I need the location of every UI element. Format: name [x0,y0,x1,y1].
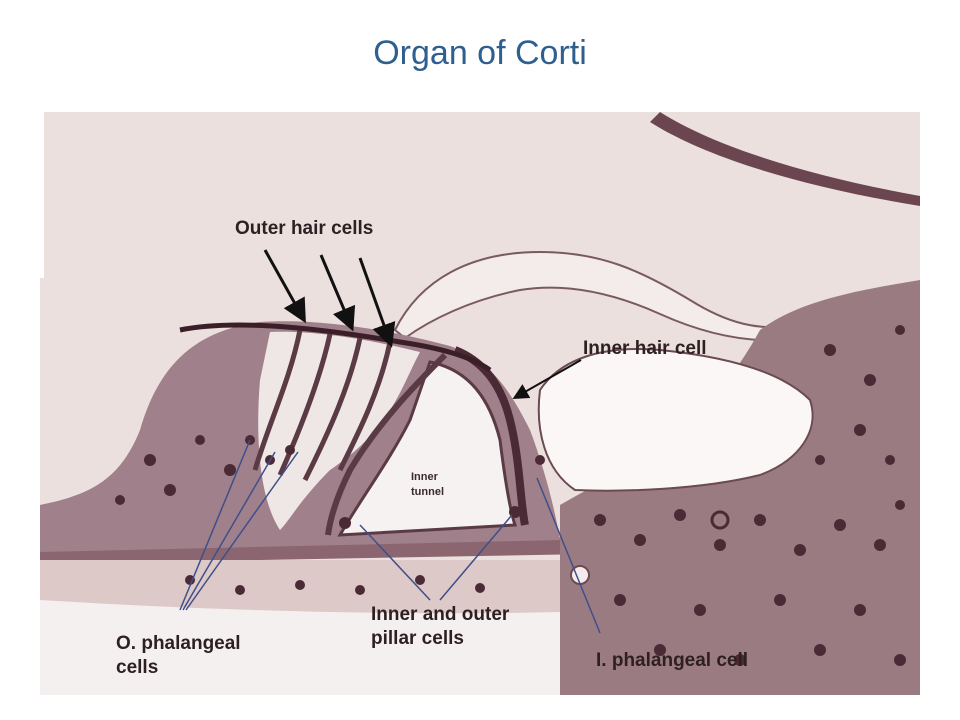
label-pillar-cells: Inner and outer pillar cells [371,603,509,651]
slide-title: Organ of Corti [373,34,587,72]
hair-cell-strand [277,333,333,477]
o-phalangeal-line-3 [185,451,299,611]
outer-hair-arrow-2 [319,254,356,332]
o-phalangeal-line-1 [179,439,251,611]
label-inner-tunnel-line1: Inner [411,471,438,483]
pillar-line-outer [359,524,431,601]
label-o-phalangeal-line2: cells [116,657,159,678]
hair-cell-strand [252,329,303,471]
hair-cell-strand [337,341,393,472]
label-pillar-line2: pillar cells [371,628,464,649]
inner-hair-arrow [512,359,582,399]
label-pillar-line1: Inner and outer [371,604,510,625]
cell-nuclei [115,325,906,666]
vessel [710,510,730,530]
label-o-phalangeal-line1: O. phalangeal [116,633,241,654]
spiral-limbus [560,280,920,695]
outer-hair-arrow-3 [358,257,396,348]
label-inner-tunnel-line2: tunnel [411,486,444,498]
label-outer-hair-cells: Outer hair cells [235,218,374,239]
label-inner-tunnel: Inner tunnel [411,470,444,500]
i-phalangeal-line [536,477,601,634]
label-i-phalangeal-cell: I. phalangeal cell [596,650,749,671]
label-inner-hair-cell: Inner hair cell [583,338,707,359]
upper-membrane [650,112,920,206]
inner-tunnel [337,360,518,537]
pillar-line-inner [439,514,513,601]
o-phalangeal-line-2 [182,451,276,611]
outer-hair-arrow-1 [263,249,306,324]
hair-cell-strand [302,337,363,482]
scala-tympani [40,600,560,695]
outer-pillar-cell [325,352,448,536]
label-o-phalangeal-cells: O. phalangeal cells [116,632,241,680]
inner-sulcus [537,348,814,492]
